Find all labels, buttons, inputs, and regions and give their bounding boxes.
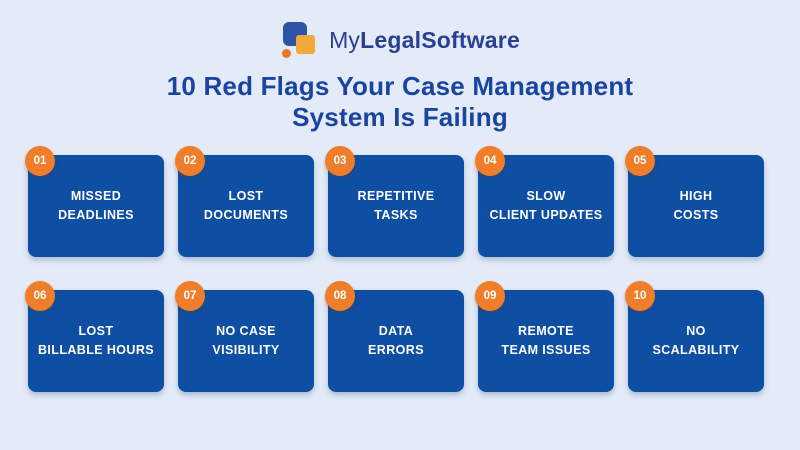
logo-text: MyLegalSoftware — [329, 27, 520, 54]
page-title: 10 Red Flags Your Case Management System… — [166, 71, 634, 133]
card-number-badge: 05 — [625, 146, 655, 176]
card-number-badge: 02 — [175, 146, 205, 176]
mylegalsoftware-logo-icon — [280, 20, 320, 60]
card-label: SLOW CLIENT UPDATES — [489, 188, 603, 222]
card-number-badge: 08 — [325, 281, 355, 311]
card-slow-client-updates: 04 SLOW CLIENT UPDATES — [475, 146, 614, 257]
card-lost-documents: 02 LOST DOCUMENTS — [175, 146, 314, 257]
logo-text-my: My — [329, 26, 361, 53]
card-label: MISSED DEADLINES — [58, 188, 134, 222]
card-no-scalability: 10 NO SCALABILITY — [625, 281, 764, 392]
card-row-1: 01 MISSED DEADLINES 02 LOST DOCUMENTS 03… — [25, 146, 764, 257]
card-number-badge: 01 — [25, 146, 55, 176]
card-number-badge: 07 — [175, 281, 205, 311]
card-label: LOST DOCUMENTS — [203, 188, 289, 222]
card-label: REMOTE TEAM ISSUES — [501, 323, 591, 357]
card-label: NO CASE VISIBILITY — [212, 323, 280, 357]
card-label: LOST BILLABLE HOURS — [37, 323, 154, 357]
card-label: NO SCALABILITY — [652, 323, 740, 357]
card-row-2: 06 LOST BILLABLE HOURS 07 NO CASE VISIBI… — [25, 281, 764, 392]
card-remote-team-issues: 09 REMOTE TEAM ISSUES — [475, 281, 614, 392]
card-number-badge: 10 — [625, 281, 655, 311]
card-label: REPETITIVE TASKS — [357, 188, 435, 222]
card-repetitive-tasks: 03 REPETITIVE TASKS — [325, 146, 464, 257]
logo-orange-dot — [282, 49, 292, 58]
logo-yellow-square — [296, 35, 316, 54]
card-number-badge: 09 — [475, 281, 505, 311]
card-lost-billable-hours: 06 LOST BILLABLE HOURS — [25, 281, 164, 392]
card-number-badge: 06 — [25, 281, 55, 311]
logo-text-legalsoftware: LegalSoftware — [360, 26, 520, 53]
card-label: DATA ERRORS — [368, 323, 424, 357]
logo: MyLegalSoftware — [0, 0, 800, 60]
card-label: HIGH COSTS — [673, 188, 719, 222]
card-number-badge: 04 — [475, 146, 505, 176]
card-data-errors: 08 DATA ERRORS — [325, 281, 464, 392]
card-number-badge: 03 — [325, 146, 355, 176]
card-missed-deadlines: 01 MISSED DEADLINES — [25, 146, 164, 257]
card-high-costs: 05 HIGH COSTS — [625, 146, 764, 257]
card-no-case-visibility: 07 NO CASE VISIBILITY — [175, 281, 314, 392]
